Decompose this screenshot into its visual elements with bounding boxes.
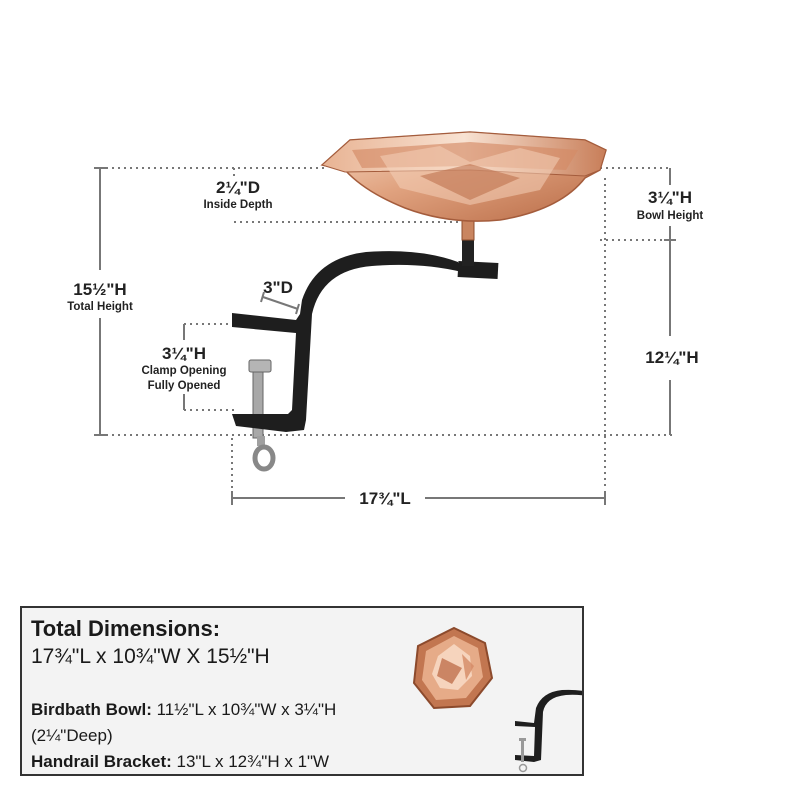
summary-title: Total Dimensions: xyxy=(31,616,221,641)
summary-bracket-label: Handrail Bracket: xyxy=(31,752,172,771)
summary-bowl-depth: (2¼"Deep) xyxy=(31,726,113,745)
clamp-opening-value: 3¼"H xyxy=(162,344,206,363)
bracket-side-view-thumbnail xyxy=(515,689,582,773)
product-thumbnails xyxy=(412,626,582,773)
total-length-value: 17¾"L xyxy=(359,489,411,508)
copper-bowl xyxy=(320,131,607,222)
clamp-opening-caption-2: Fully Opened xyxy=(147,380,221,392)
total-height-caption: Total Height xyxy=(67,301,133,313)
inside-depth-caption: Inside Depth xyxy=(203,199,273,211)
summary-bowl-label: Birdbath Bowl: xyxy=(31,700,152,719)
dimensions-summary-panel: Total Dimensions: 17¾"L x 10¾"W X 15½"H … xyxy=(20,606,584,776)
bowl-top-view-thumbnail xyxy=(412,626,494,710)
dimension-lines xyxy=(100,167,672,490)
product-dimension-diagram xyxy=(94,131,676,505)
clamp-opening-caption-1: Clamp Opening xyxy=(141,365,227,377)
summary-total-dimensions: 17¾"L x 10¾"W X 15½"H xyxy=(31,645,270,668)
inside-depth-value: 2¼"D xyxy=(216,178,260,197)
summary-bracket-line: Handrail Bracket: 13"L x 12¾"H x 1"W xyxy=(31,752,329,772)
summary-bowl-value: 11½"L x 10¾"W x 3¼"H xyxy=(151,700,337,719)
summary-bowl-line: Birdbath Bowl: 11½"L x 10¾"W x 3¼"H xyxy=(31,700,336,720)
bracket-depth-value: 3"D xyxy=(263,278,293,297)
handrail-bracket xyxy=(232,238,499,432)
bowl-height-caption: Bowl Height xyxy=(636,210,704,222)
summary-bracket-value: 13"L x 12¾"H x 1"W xyxy=(171,752,330,771)
dimension-arrows xyxy=(94,167,676,505)
bracket-height-value: 12¼"H xyxy=(645,348,699,367)
bowl-height-value: 3¼"H xyxy=(648,188,692,207)
total-height-value: 15½"H xyxy=(73,280,127,299)
clamp-screw xyxy=(248,359,276,472)
